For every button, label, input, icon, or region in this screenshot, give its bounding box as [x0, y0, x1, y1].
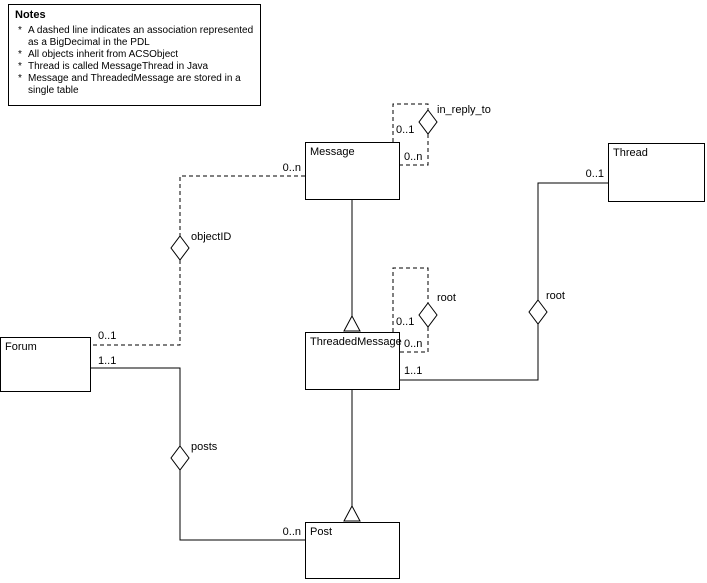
multiplicity-label: 0..n — [404, 338, 423, 350]
generalization-triangle-icon — [343, 314, 361, 332]
multiplicity-label: 1..1 — [98, 355, 117, 367]
in-reply-to-diamond-icon — [418, 109, 438, 135]
notes-panel: Notes * A dashed line indicates an assoc… — [8, 4, 261, 106]
multiplicity-label: 0..n — [282, 162, 301, 174]
multiplicity-label: 0..1 — [396, 316, 415, 328]
class-label: Thread — [613, 147, 648, 159]
multiplicity-label: 1..1 — [404, 365, 423, 377]
multiplicity-label: 0..1 — [585, 168, 604, 180]
role-label-root-self: root — [437, 292, 456, 304]
note-item: * Thread is called MessageThread in Java — [15, 61, 254, 73]
note-text: All objects inherit from ACSObject — [28, 49, 179, 60]
note-item: * A dashed line indicates an association… — [15, 25, 254, 49]
posts-diamond-icon — [170, 445, 190, 471]
root-thread-edge-top — [537, 182, 608, 300]
posts-edge-post — [179, 470, 305, 541]
multiplicity-label: 0..n — [404, 151, 423, 163]
bullet-icon: * — [18, 49, 22, 60]
class-label: Post — [310, 526, 333, 538]
class-box-forum: Forum — [0, 337, 91, 392]
object-id-edge-message — [179, 175, 305, 236]
root-thread-diamond-icon — [528, 299, 548, 325]
class-label: Forum — [5, 341, 37, 353]
note-item: * All objects inherit from ACSObject — [15, 49, 254, 61]
note-item: * Message and ThreadedMessage are stored… — [15, 73, 254, 97]
class-label: ThreadedMessage — [310, 336, 402, 348]
root-self-edge-bottom — [400, 327, 429, 353]
object-id-diamond-icon — [170, 235, 190, 261]
multiplicity-label: 0..n — [282, 526, 301, 538]
note-text: Message and ThreadedMessage are stored i… — [28, 73, 241, 96]
role-label-object-id: objectID — [191, 231, 232, 243]
class-box-threaded-message: ThreadedMessage — [305, 332, 402, 390]
in-reply-to-edge-bottom — [400, 134, 429, 166]
role-label-root-thread: root — [546, 290, 565, 302]
role-label-in-reply-to: in_reply_to — [437, 104, 491, 116]
class-label: Message — [310, 146, 355, 158]
note-text: A dashed line indicates an association r… — [28, 25, 254, 48]
bullet-icon: * — [18, 61, 22, 72]
root-thread-edge-bottom — [400, 324, 539, 381]
class-box-post: Post — [305, 522, 400, 579]
multiplicity-label: 0..1 — [396, 124, 415, 136]
bullet-icon: * — [18, 73, 22, 84]
notes-title: Notes — [15, 9, 46, 21]
bullet-icon: * — [18, 25, 22, 36]
root-self-diamond-icon — [418, 302, 438, 328]
note-text: Thread is called MessageThread in Java — [28, 61, 209, 72]
role-label-posts: posts — [191, 441, 218, 453]
object-id-edge-forum — [91, 260, 181, 346]
class-box-message: Message — [305, 142, 400, 200]
multiplicity-label: 0..1 — [98, 330, 117, 342]
generalization-triangle-icon — [343, 504, 361, 522]
posts-edge-forum — [91, 367, 181, 446]
class-box-thread: Thread — [608, 143, 705, 202]
root-self-edge-top — [392, 267, 429, 332]
